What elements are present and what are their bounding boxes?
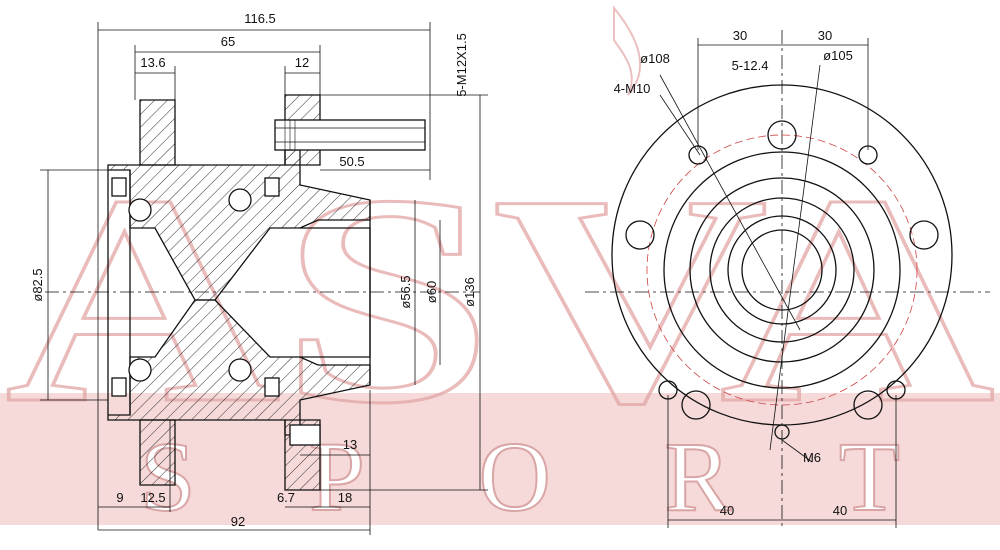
seal (111, 177, 127, 197)
hub-ring-1 (689, 177, 875, 363)
dim-stud-length: 50.5 (339, 154, 364, 169)
seal (111, 377, 127, 397)
sensor-hole (774, 424, 790, 440)
bearing-ball (228, 188, 252, 212)
hub-bore (741, 229, 823, 311)
bearing-ball (128, 358, 152, 382)
stud-hole (681, 390, 711, 420)
bearing-ball (228, 358, 252, 382)
sensor-stud (289, 424, 321, 446)
dim-bearing-offset: 13.6 (140, 55, 165, 70)
dim-stud-thread: 5-M12X1.5 (454, 33, 469, 97)
side-section-view (45, 94, 480, 491)
dim-spigot-length: 18 (338, 490, 352, 505)
hub-ring-2 (709, 197, 855, 343)
dim-overall-length: 116.5 (244, 11, 276, 26)
dim-hub-length: 92 (231, 514, 245, 529)
side-dimension-labels: 116.5 65 13.6 12 5-M12X1.5 50.5 ø82.5 ø5… (30, 11, 477, 529)
dim-bottom-left: 40 (720, 503, 734, 518)
side-dimension-lines (40, 22, 488, 535)
dim-bolt-circle: ø108 (640, 51, 670, 66)
hub-ring-3 (727, 215, 837, 325)
dim-left-spacing: 30 (733, 28, 747, 43)
stud-hole (625, 220, 655, 250)
front-dimension-lines (667, 38, 897, 528)
dim-bottom-right: 40 (833, 503, 847, 518)
watermark-flame-icon (613, 5, 642, 96)
dim-flange-web: 6.7 (277, 490, 295, 505)
wheel-stud (274, 119, 426, 151)
dim-flange-step: 13 (343, 437, 357, 452)
dim-pcd: ø105 (823, 48, 853, 63)
dim-seal-offset: 12.5 (140, 490, 165, 505)
dim-spigot-diameter: ø60 (424, 281, 439, 303)
dim-mount-holes: 4-M10 (614, 81, 651, 96)
dim-flange-diameter: ø136 (462, 277, 477, 307)
dim-right-spacing: 30 (818, 28, 832, 43)
dim-outer-diameter: ø82.5 (30, 268, 45, 301)
stud-hole (767, 120, 797, 150)
dim-flange-to-stud: 65 (221, 34, 235, 49)
seal (264, 377, 280, 397)
dim-flange-thickness: 12 (295, 55, 309, 70)
dim-left-offset: 9 (116, 490, 123, 505)
seal (264, 177, 280, 197)
stud-hole (909, 220, 939, 250)
bearing-ball (128, 198, 152, 222)
pcd-circle (646, 134, 918, 406)
hub-outer (663, 151, 901, 389)
front-dimension-labels: 30 30 ø108 5-12.4 ø105 4-M10 M6 40 40 (614, 28, 853, 518)
dim-stud-holes: 5-12.4 (732, 58, 769, 73)
stud-hole (853, 390, 883, 420)
dim-pilot-diameter: ø56.5 (398, 275, 413, 308)
dim-sensor-hole: M6 (803, 450, 821, 465)
